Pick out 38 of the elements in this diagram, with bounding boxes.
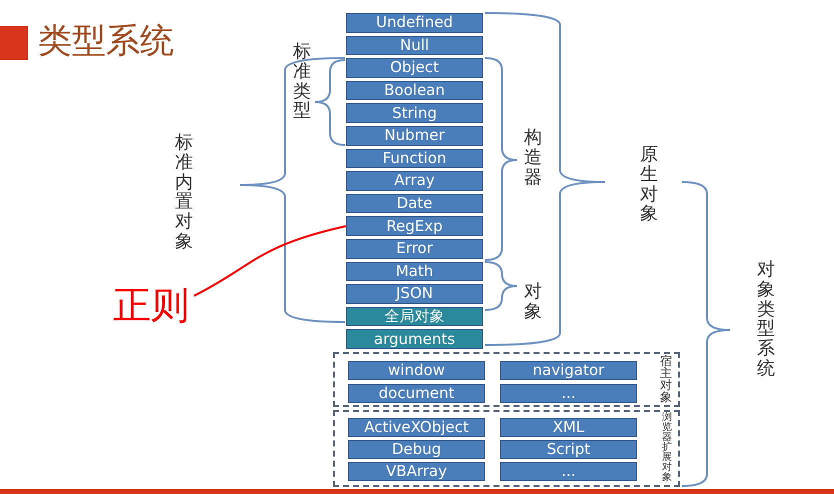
- type-box: Date: [346, 194, 483, 214]
- brace-label: 标准内置对象: [175, 133, 193, 252]
- dashed-group-box: [333, 352, 680, 407]
- handwritten-note: 正则: [108, 282, 194, 328]
- type-box: ...: [500, 462, 637, 481]
- brace-label: 构造器: [524, 128, 542, 188]
- type-box: JSON: [346, 284, 483, 304]
- type-box: XML: [500, 418, 637, 437]
- type-box: Math: [346, 262, 483, 282]
- dashed-group-box: [333, 410, 680, 487]
- type-box: 全局对象: [346, 306, 483, 326]
- title: 类型系统: [38, 20, 174, 63]
- type-box: ActiveXObject: [348, 418, 485, 437]
- type-box: Array: [346, 171, 483, 191]
- type-box: VBArray: [348, 462, 485, 481]
- group-label: 宿主对象: [660, 355, 672, 403]
- type-box: Null: [346, 36, 483, 56]
- type-box: Undefined: [346, 13, 483, 32]
- type-box: Script: [500, 440, 637, 459]
- type-box: Object: [346, 58, 483, 78]
- type-box: Function: [346, 148, 483, 168]
- brace-label: 对象类型系统: [757, 260, 775, 379]
- type-box: arguments: [346, 329, 483, 349]
- group-label: 浏览器扩展对象: [662, 413, 672, 483]
- type-box: Error: [346, 239, 483, 258]
- type-box: Boolean: [346, 80, 483, 100]
- brace-label: 原生对象: [640, 145, 658, 224]
- type-box: String: [346, 103, 483, 123]
- type-box: RegExp: [346, 216, 483, 236]
- brace-label: 对象: [524, 282, 542, 322]
- type-box: Nubmer: [346, 126, 483, 146]
- brace-label: 标准类型: [293, 42, 311, 122]
- leader-line: [194, 225, 346, 297]
- type-box: document: [348, 384, 485, 403]
- type-box: ...: [500, 384, 637, 403]
- type-box: window: [348, 361, 485, 380]
- type-box: navigator: [500, 361, 637, 380]
- type-box: Debug: [348, 440, 485, 459]
